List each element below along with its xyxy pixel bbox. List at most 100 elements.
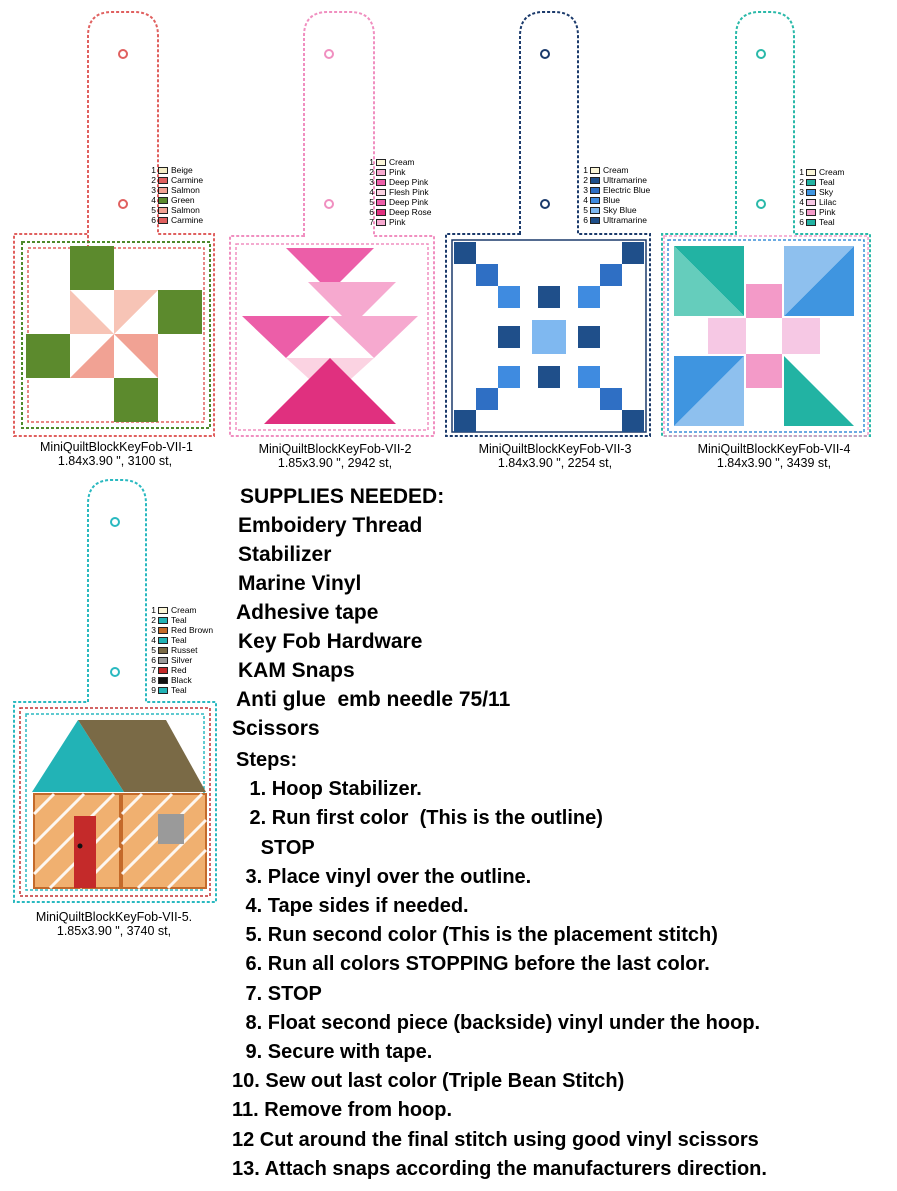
supply-item: Anti glue emb needle 75/11: [236, 688, 511, 711]
legend-number: 6: [583, 215, 588, 225]
legend-number: 2: [369, 167, 374, 177]
design-name: MiniQuiltBlockKeyFob-VII-1: [40, 440, 193, 454]
legend-swatch: [158, 186, 168, 194]
legend-color-name: Flesh Pink: [389, 187, 429, 197]
design-size: 1.85x3.90 ", 3740 st,: [56, 924, 172, 938]
snap-hole-top: [324, 49, 334, 59]
keyfob-1-artwork: [13, 11, 215, 437]
legend-color-name: Deep Pink: [389, 177, 429, 187]
design-size: 1.84x3.90 ", 3100 st,: [57, 454, 173, 468]
design-size: 1.85x3.90 ", 2942 st,: [277, 456, 393, 470]
legend-number: 3: [151, 185, 156, 195]
inner-border: [235, 243, 429, 431]
legend-swatch: [158, 176, 168, 184]
legend-swatch: [806, 188, 816, 196]
legend-number: 5: [151, 205, 156, 215]
legend-number: 2: [151, 615, 156, 625]
keyfob-4-artwork: [661, 11, 871, 437]
design-1-caption: MiniQuiltBlockKeyFob-VII-1 1.84x3.90 ", …: [40, 440, 193, 468]
supply-item: Scissors: [232, 717, 320, 740]
keyfob-2-artwork: [229, 11, 435, 437]
legend-swatch: [590, 216, 600, 224]
legend-color-name: Blue: [603, 195, 621, 205]
legend-color-name: Black: [171, 675, 192, 685]
legend-swatch: [376, 198, 386, 206]
legend-swatch: [158, 656, 168, 664]
supply-item: Stabilizer: [238, 543, 332, 566]
legend-number: 8: [151, 675, 156, 685]
legend-number: 5: [151, 645, 156, 655]
legend-swatch: [376, 218, 386, 226]
legend-color-name: Teal: [819, 217, 835, 227]
legend-color-name: Beige: [171, 165, 193, 175]
legend-color-name: Lilac: [819, 197, 837, 207]
legend-swatch: [158, 206, 168, 214]
inner-border: [19, 707, 211, 897]
design-name: MiniQuiltBlockKeyFob-VII-3: [478, 442, 632, 456]
legend-swatch: [806, 198, 816, 206]
legend-color-name: Russet: [171, 645, 198, 655]
inner-border: [21, 241, 211, 429]
quilt-block-squares: [454, 242, 644, 432]
legend-number: 4: [151, 195, 156, 205]
legend-color-name: Deep Rose: [389, 207, 432, 217]
legend-number: 1: [151, 605, 156, 615]
legend-number: 7: [151, 665, 156, 675]
legend-color-name: Cream: [171, 605, 197, 615]
legend-swatch: [158, 196, 168, 204]
legend-color-name: Sky Blue: [603, 205, 637, 215]
quilt-block-pinwheel-squares: [674, 246, 854, 426]
legend-row: 8 Black: [148, 675, 213, 685]
snap-hole-top: [118, 49, 128, 59]
step-item: 3. Place vinyl over the outline.: [240, 865, 532, 888]
step-item: 6. Run all colors STOPPING before the la…: [240, 953, 710, 976]
supply-item: Key Fob Hardware: [238, 630, 423, 653]
legend-number: 4: [151, 635, 156, 645]
supplies-list: SUPPLIES NEEDED: Emboidery Thread Stabil…: [232, 482, 510, 743]
legend-color-name: Teal: [171, 685, 187, 695]
design-5-caption: MiniQuiltBlockKeyFob-VII-5. 1.85x3.90 ",…: [34, 910, 194, 938]
design-2-caption: MiniQuiltBlockKeyFob-VII-2 1.85x3.90 ", …: [250, 442, 420, 470]
step-item: 11. Remove from hoop.: [232, 1099, 453, 1122]
supply-item: Emboidery Thread: [238, 514, 423, 537]
legend-color-name: Salmon: [171, 185, 200, 195]
legend-number: 1: [583, 165, 588, 175]
legend-number: 5: [369, 197, 374, 207]
legend-swatch: [590, 206, 600, 214]
snap-hole-top: [110, 517, 120, 527]
steps-list: Steps: 1. Hoop Stabilizer. 2. Run first …: [232, 746, 767, 1184]
design-size: 1.84x3.90 ", 3439 st,: [716, 456, 832, 470]
snap-hole-bottom: [324, 199, 334, 209]
step-item: 5. Run second color (This is the placeme…: [240, 924, 718, 947]
legend-row: 3 Salmon: [148, 185, 203, 195]
legend-number: 3: [583, 185, 588, 195]
inner-border: [451, 239, 647, 433]
inner-border: [667, 239, 865, 433]
legend-color-name: Red Brown: [171, 625, 214, 635]
legend-row: 4 Lilac: [796, 197, 845, 207]
legend-number: 5: [799, 207, 804, 217]
snap-hole-top: [540, 49, 550, 59]
legend-color-name: Red: [171, 665, 187, 675]
legend-number: 4: [799, 197, 804, 207]
legend-color-name: Teal: [171, 615, 187, 625]
